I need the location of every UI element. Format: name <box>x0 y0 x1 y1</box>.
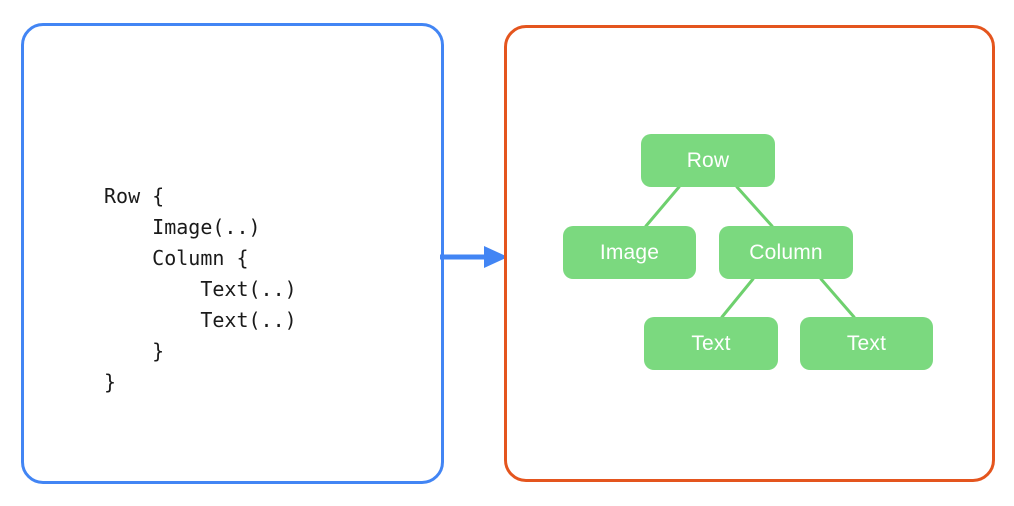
tree-node-text-1[interactable]: Text <box>644 317 778 370</box>
tree-node-image[interactable]: Image <box>563 226 696 279</box>
flow-arrow-icon <box>440 246 508 268</box>
tree-node-text-2[interactable]: Text <box>800 317 933 370</box>
code-panel: Row { Image(..) Column { Text(..) Text(.… <box>21 23 444 484</box>
tree-node-row[interactable]: Row <box>641 134 775 187</box>
tree-node-column[interactable]: Column <box>719 226 853 279</box>
code-snippet: Row { Image(..) Column { Text(..) Text(.… <box>104 184 297 394</box>
